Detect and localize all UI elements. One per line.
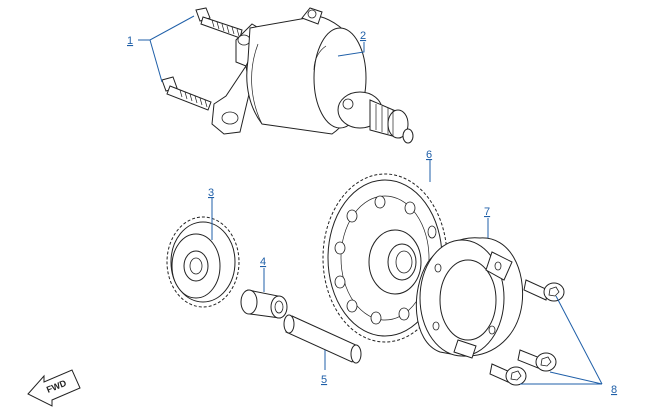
callout-2[interactable]: 2 [360,30,366,42]
fwd-arrow-icon: FWD [27,369,81,407]
callout-4[interactable]: 4 [260,256,266,268]
bushing [240,289,288,319]
callout-7[interactable]: 7 [484,206,490,218]
callout-3[interactable]: 3 [208,187,214,199]
bolt-upper [195,7,243,39]
socket-bolt-lower [489,363,527,386]
bolt-lower [161,76,212,111]
callout-1[interactable]: 1 [127,35,133,47]
callout-6[interactable]: 6 [426,149,432,161]
clutch-housing [415,237,524,359]
starter-ring-gear [322,173,448,343]
callout-5[interactable]: 5 [321,374,327,386]
leader-lines [138,15,603,385]
starter-motor [211,7,414,144]
shaft [283,314,362,364]
socket-bolt-middle [517,349,557,372]
idle-gear [166,216,240,308]
socket-bolt-upper [523,279,565,302]
callout-8[interactable]: 8 [611,384,617,396]
